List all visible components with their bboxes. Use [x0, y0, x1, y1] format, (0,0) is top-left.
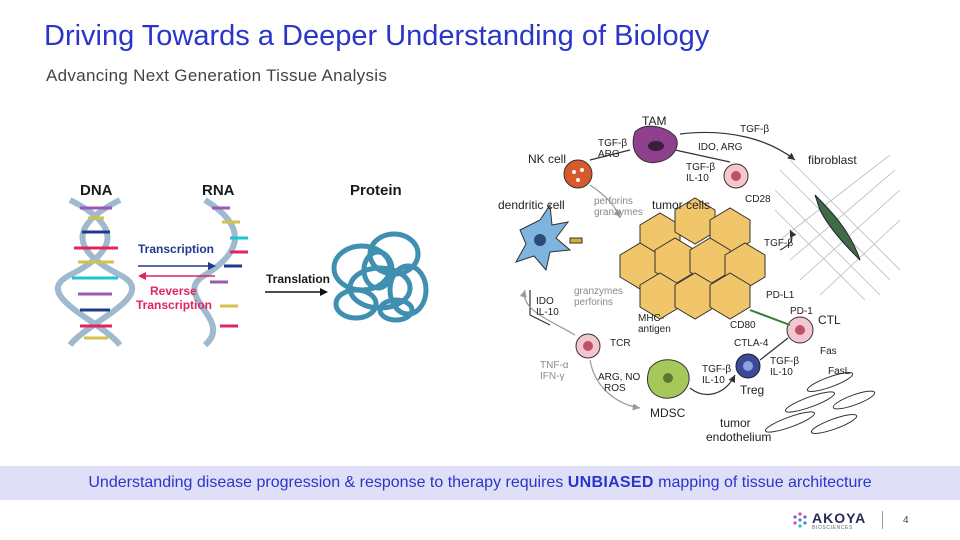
tnf-label-2: IFN-γ	[540, 371, 565, 382]
ido-arg-label: IDO, ARG	[698, 142, 743, 153]
fas-label: Fas	[820, 346, 837, 357]
tgf-il10-label-1: TGF-β	[686, 162, 716, 173]
tumor-endothelium	[765, 372, 876, 434]
tumor-cells-label: tumor cells	[652, 198, 711, 212]
ido-il10-label-1: IDO	[536, 296, 554, 307]
granzymes-label-2: perforins	[574, 297, 613, 308]
banner-text-after: mapping of tissue architecture	[653, 474, 872, 491]
footer-divider	[882, 511, 883, 529]
tgf-b-top-label: TGF-β	[740, 124, 770, 135]
treg-tgf-label-1: TGF-β	[702, 364, 732, 375]
nk-cell	[563, 159, 593, 189]
banner-text-before: Understanding disease progression & resp…	[88, 474, 568, 491]
tnf-label-1: TNF-α	[540, 360, 569, 371]
dendritic-cell-label: dendritic cell	[498, 198, 565, 212]
banner-emphasis: UNBIASED	[567, 474, 654, 491]
endothelium-label-2: endothelium	[706, 430, 772, 444]
page-number: 4	[903, 515, 909, 526]
ctl-tgf-label-2: IL-10	[770, 367, 793, 378]
ido-il10-label-2: IL-10	[536, 307, 559, 318]
tam-label: TAM	[642, 114, 667, 128]
treg-tgf-label-2: IL-10	[702, 375, 725, 386]
protein-label: Protein	[350, 182, 402, 199]
slide-subtitle: Advancing Next Generation Tissue Analysi…	[46, 66, 388, 85]
pd-1-label: PD-1	[790, 306, 813, 317]
mhc-label-2: antigen	[638, 324, 671, 335]
perforins-label-2: granzymes	[594, 207, 643, 218]
nk-cell-label: NK cell	[528, 152, 567, 166]
key-message-text: Understanding disease progression & resp…	[0, 474, 960, 492]
slide-title: Driving Towards a Deeper Understanding o…	[44, 20, 710, 52]
reverse-transcription-label-1: Reverse	[150, 284, 197, 298]
arg-no-label-1: ARG, NO	[598, 372, 641, 383]
mhc-label-1: MHC-	[638, 313, 665, 324]
tgf-il10-label-2: IL-10	[686, 173, 709, 184]
immune-graphics	[514, 125, 901, 434]
granzymes-label-1: granzymes	[574, 286, 623, 297]
tumor-microenvironment-diagram: TAM TGF-β fibroblast NK cell TGF-β ARG I…	[490, 110, 910, 460]
protein-illustration	[331, 231, 429, 323]
arg-no-label-2: ROS	[604, 383, 626, 394]
dna-helix-illustration	[54, 197, 136, 347]
ctla4-label: CTLA-4	[734, 338, 769, 349]
tumor-cell-cluster	[619, 197, 766, 320]
tgf-arg-label-2: ARG	[598, 149, 620, 160]
ctl-tgf-label-1: TGF-β	[770, 356, 800, 367]
fibroblast-label: fibroblast	[808, 153, 857, 167]
logo-mark-icon	[793, 512, 807, 528]
dna-label: DNA	[80, 182, 113, 199]
tgf-arg-label-1: TGF-β	[598, 138, 628, 149]
transcription-label: Transcription	[138, 242, 215, 256]
fibroblast-cell	[814, 194, 861, 261]
central-dogma-diagram: DNA RNA Protein Transcription Reverse Tr…	[54, 170, 440, 360]
fasl-label: FasL	[828, 366, 851, 377]
translation-label: Translation	[266, 272, 331, 286]
fibroblast-mesh	[774, 154, 901, 301]
rna-label: RNA	[202, 182, 235, 199]
cd80-label: CD80	[730, 320, 756, 331]
ctl-label: CTL	[818, 313, 841, 327]
logo-name: AKOYA	[812, 510, 867, 526]
rna-strand-illustration	[191, 197, 248, 348]
dogma-graphics	[54, 197, 429, 348]
reverse-transcription-label-2: Transcription	[136, 298, 213, 312]
tgf-b-fibroblast-label: TGF-β	[764, 238, 794, 249]
mdsc-label: MDSC	[650, 406, 686, 420]
treg-label: Treg	[740, 383, 765, 397]
logo-subtitle: BIOSCIENCES	[812, 525, 853, 531]
key-message-banner: Understanding disease progression & resp…	[0, 466, 960, 500]
pd-l1-label: PD-L1	[766, 290, 795, 301]
endothelium-label-1: tumor	[720, 416, 751, 430]
cd28-label: CD28	[745, 194, 771, 205]
perforins-label-1: perforins	[594, 196, 633, 207]
tcr-label: TCR	[610, 338, 631, 349]
